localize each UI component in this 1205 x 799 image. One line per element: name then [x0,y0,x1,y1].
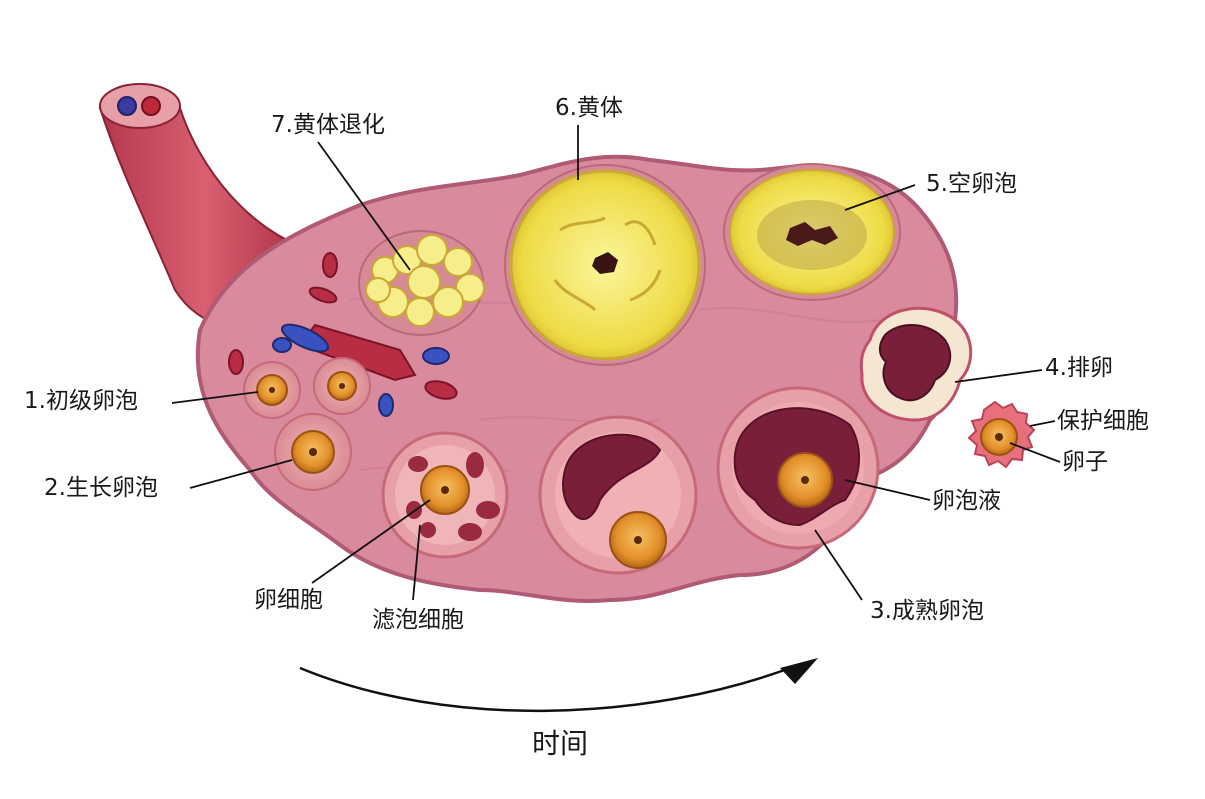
empty-follicle [723,163,901,301]
label-granulosa-cells: 滤泡细胞 [372,607,464,633]
mature-follicle [716,386,880,550]
regressing-corpus-luteum [358,230,485,336]
corpus-luteum [504,164,706,366]
leader-ovum [1009,442,1061,463]
secondary-follicle [381,431,509,559]
label-growing-follicle: 2.生长卵泡 [44,475,158,501]
label-ovulation: 4.排卵 [1045,355,1113,381]
growing-follicle [274,413,352,491]
label-ovum: 卵子 [1062,449,1108,475]
leader-protective-cells [1029,420,1056,427]
label-primary-follicle: 1.初级卵泡 [24,388,138,414]
leader-primary-follicle [171,391,259,404]
ovulation-follicle [859,306,973,422]
released-ovum [967,400,1036,469]
leader-growing-follicle [189,459,293,489]
label-corpus-luteum: 6.黄体 [555,95,623,121]
leader-granulosa [412,524,421,601]
label-oocyte: 卵细胞 [254,587,323,613]
leader-mature-follicle [814,529,863,601]
time-arrow [299,658,818,713]
leader-ovulation [954,369,1043,383]
label-empty-follicle: 5.空卵泡 [926,171,1017,197]
label-mature-follicle: 3.成熟卵泡 [870,598,984,624]
tertiary-follicle [538,415,698,575]
leader-lines [171,125,1061,601]
leader-oocyte [311,499,431,584]
label-protective-cells: 保护细胞 [1057,408,1149,434]
label-time: 时间 [532,727,589,760]
blood-vessels [228,252,458,417]
leader-empty-follicle [844,184,916,211]
label-follicular-fluid: 卵泡液 [932,488,1001,514]
label-corpus-regression: 7.黄体退化 [271,112,385,138]
leader-corpus-regression [317,141,411,271]
leader-follicular-fluid [844,479,931,501]
primary-follicle [243,357,371,419]
